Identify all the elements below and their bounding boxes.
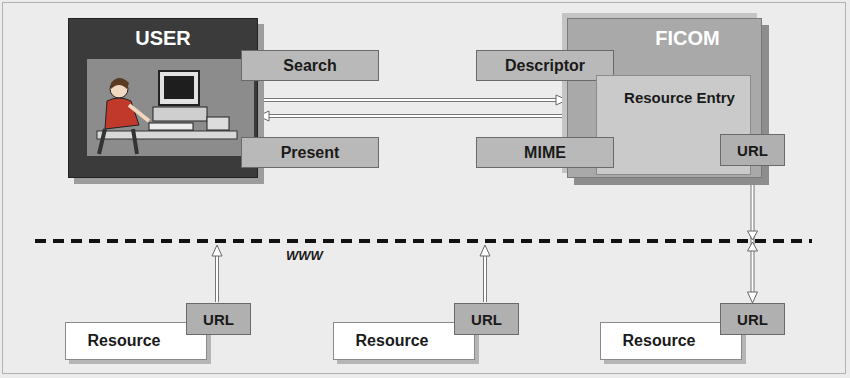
box-label: Resource [88,332,161,350]
network-label: WWW [283,248,326,263]
panel-title: FICOM [614,27,761,50]
box-label: URL [203,311,234,328]
function-box: Present [241,137,379,168]
url-box: URL [186,303,251,335]
box-label: Resource [623,332,696,350]
user-panel: USERSearchPresent [68,18,258,178]
url-box: URL [720,303,785,335]
function-box: MIME [476,137,614,168]
arrow-connector [748,166,758,303]
box-label: Present [281,144,340,162]
function-box: Search [241,50,379,81]
user-illustration [87,59,254,156]
url-box: URL [720,134,785,166]
arrow-connector [258,95,567,105]
panel-title: USER [69,27,257,50]
resource-box: ResourceURL [600,322,742,360]
resource-box: ResourceURL [333,322,475,360]
entry-box: Resource EntryURL [596,75,751,175]
box-label: MIME [524,144,566,162]
box-label: URL [471,311,502,328]
box-label: URL [737,311,768,328]
arrow-connector [258,111,567,121]
box-label: URL [737,142,768,159]
ficom-panel: FICOMDescriptorResource EntryURLMIME [567,18,762,178]
box-label: Descriptor [505,57,585,75]
box-label: Resource [356,332,429,350]
resource-box: ResourceURL [65,322,207,360]
function-box: Descriptor [476,50,614,81]
box-label: Search [283,57,336,75]
url-arrows [212,245,490,302]
entry-label: Resource Entry [615,88,744,107]
www-line [35,239,812,243]
url-box: URL [454,303,519,335]
